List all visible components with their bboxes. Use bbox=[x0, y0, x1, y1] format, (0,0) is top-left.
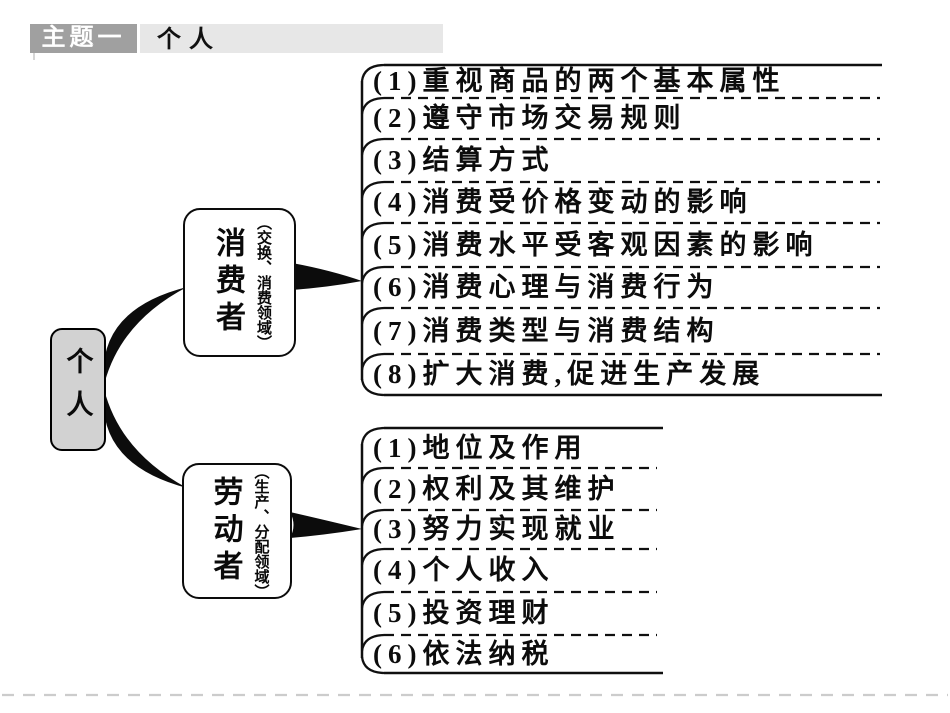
list-item: (2)遵守市场交易规则 bbox=[373, 103, 687, 133]
panel-border-fragment bbox=[33, 53, 35, 60]
consumer-arrow bbox=[292, 263, 362, 290]
list-item: (2)权利及其维护 bbox=[373, 474, 621, 504]
list-item: (3)结算方式 bbox=[373, 145, 555, 175]
theme-badge-label: 主题一 bbox=[41, 25, 126, 51]
list-item: (3)努力实现就业 bbox=[373, 514, 621, 544]
consumer-node: 消费者 （交换、消费领域） bbox=[183, 208, 296, 357]
page-title-bar: 个人 bbox=[140, 24, 443, 53]
list-item: (6)消费心理与消费行为 bbox=[373, 272, 720, 302]
list-item: (4)个人收入 bbox=[373, 555, 555, 585]
laborer-node: 劳动者 （生产、分配领域） bbox=[182, 463, 292, 599]
laborer-node-label: 劳动者 bbox=[208, 475, 242, 587]
list-item: (6)依法纳税 bbox=[373, 639, 555, 669]
page-title: 个人 bbox=[157, 27, 221, 53]
branch-curve-lower bbox=[103, 389, 187, 488]
laborer-list-frame bbox=[360, 426, 663, 675]
consumer-list-frame bbox=[360, 63, 882, 397]
laborer-node-annotation: （生产、分配领域） bbox=[252, 463, 269, 599]
consumer-node-annotation: （交换、消费领域） bbox=[255, 215, 271, 350]
laborer-arrow bbox=[290, 512, 362, 538]
list-item: (7)消费类型与消费结构 bbox=[373, 316, 720, 346]
list-item: (1)地位及作用 bbox=[373, 433, 588, 463]
theme-badge: 主题一 bbox=[30, 24, 137, 53]
list-item: (8)扩大消费,促进生产发展 bbox=[373, 359, 766, 389]
consumer-node-label: 消费者 bbox=[211, 227, 244, 338]
list-item: (5)消费水平受客观因素的影响 bbox=[373, 230, 819, 260]
root-node: 个人 bbox=[50, 328, 106, 451]
list-item: (4)消费受价格变动的影响 bbox=[373, 187, 753, 217]
list-item: (5)投资理财 bbox=[373, 598, 555, 628]
root-node-label: 个人 bbox=[62, 346, 93, 433]
branch-curve-upper bbox=[103, 287, 187, 385]
list-item: (1)重视商品的两个基本属性 bbox=[373, 66, 786, 96]
